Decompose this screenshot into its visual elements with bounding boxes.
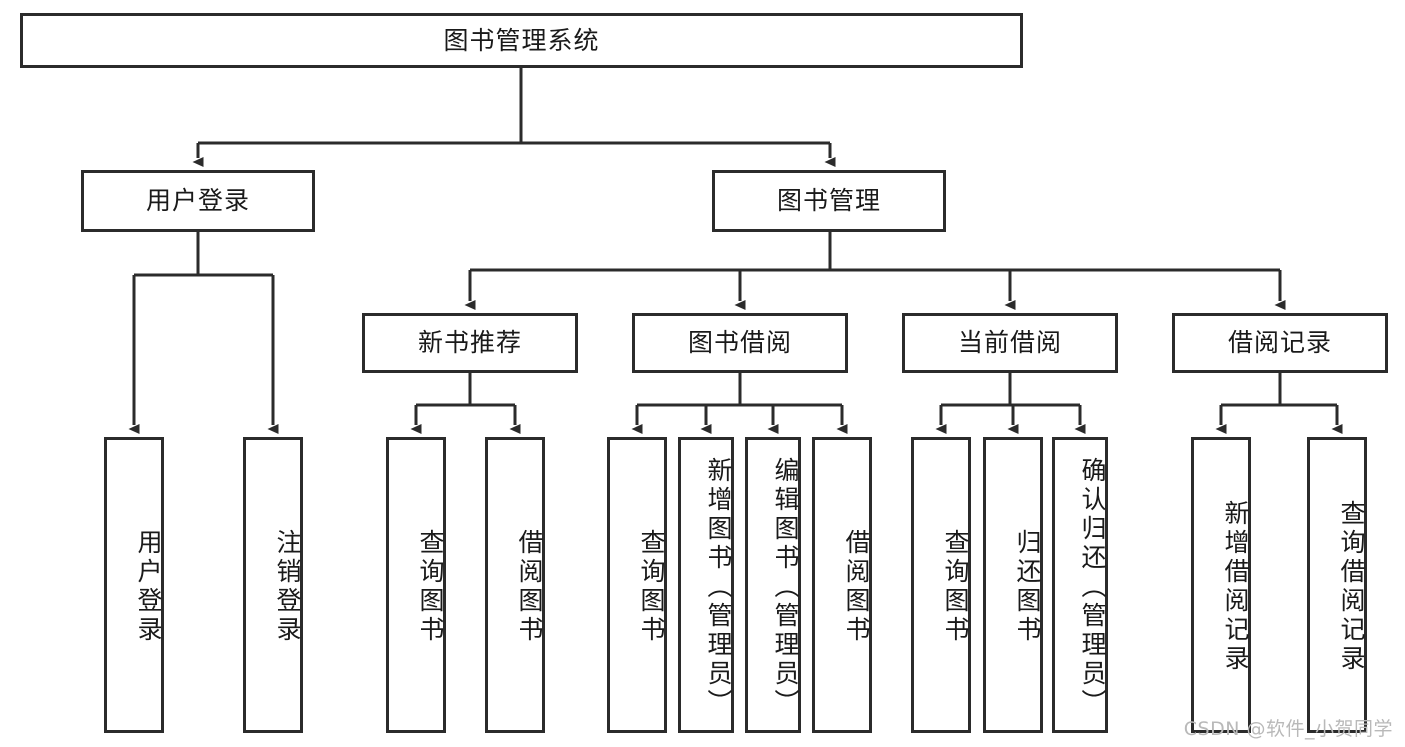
leaf-logout[interactable]: 注销登录 [243, 437, 303, 733]
leaf-query-book-current-label: 查询图书 [941, 529, 970, 645]
leaf-borrow-book-rec-label: 借阅图书 [515, 529, 544, 645]
leaf-add-record[interactable]: 新增借阅记录 [1191, 437, 1251, 733]
leaf-add-record-label: 新增借阅记录 [1221, 500, 1250, 674]
node-new-book-recommend-label: 新书推荐 [417, 328, 522, 358]
node-user-login-label: 用户登录 [145, 186, 250, 216]
leaf-borrow-book-label: 借阅图书 [842, 529, 871, 645]
leaf-user-login-label: 用户登录 [134, 529, 163, 645]
node-book-borrow-label: 图书借阅 [687, 328, 792, 358]
leaf-add-book-label: 新增图书（管理员） [704, 456, 733, 718]
node-book-manage-label: 图书管理 [776, 186, 881, 216]
node-borrow-record[interactable]: 借阅记录 [1172, 313, 1388, 373]
leaf-edit-book-label: 编辑图书（管理员） [771, 456, 800, 718]
leaf-return-book[interactable]: 归还图书 [983, 437, 1043, 733]
node-borrow-record-label: 借阅记录 [1227, 328, 1332, 358]
node-current-borrow-label: 当前借阅 [957, 328, 1062, 358]
leaf-borrow-book-rec[interactable]: 借阅图书 [485, 437, 545, 733]
leaf-logout-label: 注销登录 [273, 529, 302, 645]
node-user-login[interactable]: 用户登录 [81, 170, 315, 232]
leaf-query-book-current[interactable]: 查询图书 [911, 437, 971, 733]
leaf-return-book-label: 归还图书 [1013, 529, 1042, 645]
node-root[interactable]: 图书管理系统 [20, 13, 1023, 68]
node-new-book-recommend[interactable]: 新书推荐 [362, 313, 578, 373]
leaf-query-book-borrow[interactable]: 查询图书 [607, 437, 667, 733]
leaf-query-record-label: 查询借阅记录 [1337, 500, 1366, 674]
node-book-manage[interactable]: 图书管理 [712, 170, 946, 232]
watermark-text: CSDN @软件_小贺同学 [1183, 718, 1393, 740]
leaf-confirm-return-label: 确认归还（管理员） [1078, 456, 1107, 718]
leaf-confirm-return[interactable]: 确认归还（管理员） [1052, 437, 1108, 733]
leaf-query-book-rec-label: 查询图书 [416, 529, 445, 645]
leaf-query-book-borrow-label: 查询图书 [637, 529, 666, 645]
node-book-borrow[interactable]: 图书借阅 [632, 313, 848, 373]
leaf-borrow-book[interactable]: 借阅图书 [812, 437, 872, 733]
leaf-query-record[interactable]: 查询借阅记录 [1307, 437, 1367, 733]
leaf-add-book[interactable]: 新增图书（管理员） [678, 437, 734, 733]
node-root-label: 图书管理系统 [443, 25, 600, 55]
leaf-edit-book[interactable]: 编辑图书（管理员） [745, 437, 801, 733]
node-current-borrow[interactable]: 当前借阅 [902, 313, 1118, 373]
leaf-user-login[interactable]: 用户登录 [104, 437, 164, 733]
leaf-query-book-rec[interactable]: 查询图书 [386, 437, 446, 733]
